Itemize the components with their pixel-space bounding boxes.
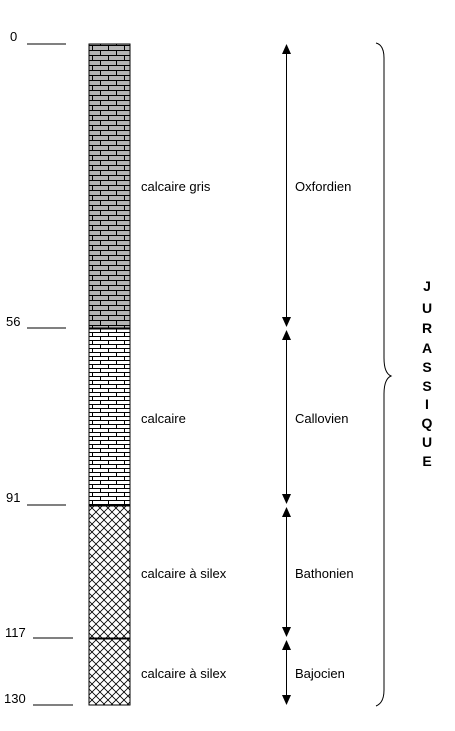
layer-callovien-fill: [88, 328, 131, 506]
epoch-letter: S: [422, 378, 431, 394]
epoch-letter: R: [422, 320, 432, 336]
stage-label-bathonien: Bathonien: [295, 566, 354, 581]
depth-label-91: 91: [6, 490, 20, 505]
stage-label-oxfordien: Oxfordien: [295, 179, 351, 194]
stage-arrow-callovien: [282, 330, 291, 504]
depth-label-56: 56: [6, 314, 20, 329]
lithology-label-bajocien: calcaire à silex: [141, 666, 227, 681]
depth-label-0: 0: [10, 29, 17, 44]
layer-bajocien-fill: [88, 638, 131, 706]
layer-bathonien-fill: [88, 505, 131, 639]
epoch-brace: [375, 42, 393, 707]
stage-arrow-bajocien: [282, 640, 291, 705]
lithology-labels: calcaire gris calcaire calcaire à silex …: [141, 179, 227, 681]
epoch-letter: U: [422, 300, 432, 316]
lithology-label-bathonien: calcaire à silex: [141, 566, 227, 581]
epoch-letter: I: [425, 396, 429, 412]
epoch-letter: E: [422, 453, 431, 469]
epoch-label: J U R A S S I Q U E: [422, 278, 433, 469]
epoch-letter: J: [423, 278, 431, 294]
epoch-letter: S: [422, 359, 431, 375]
stage-labels: Oxfordien Callovien Bathonien Bajocien: [295, 179, 354, 681]
stage-arrow-oxfordien: [282, 44, 291, 327]
epoch-letter: Q: [422, 415, 433, 431]
lithology-label-oxfordien: calcaire gris: [141, 179, 211, 194]
stage-label-bajocien: Bajocien: [295, 666, 345, 681]
layer-oxfordien-fill: [88, 43, 131, 329]
depth-label-117: 117: [5, 625, 26, 640]
epoch-letter: U: [422, 434, 432, 450]
lithology-column: [88, 43, 131, 706]
stage-label-callovien: Callovien: [295, 411, 348, 426]
depth-scale: 0 56 91 117 130: [4, 29, 73, 706]
epoch-letter: A: [422, 340, 432, 356]
depth-label-130: 130: [4, 691, 26, 706]
stage-arrows: [282, 44, 291, 705]
stage-arrow-bathonien: [282, 507, 291, 637]
lithology-label-callovien: calcaire: [141, 411, 186, 426]
